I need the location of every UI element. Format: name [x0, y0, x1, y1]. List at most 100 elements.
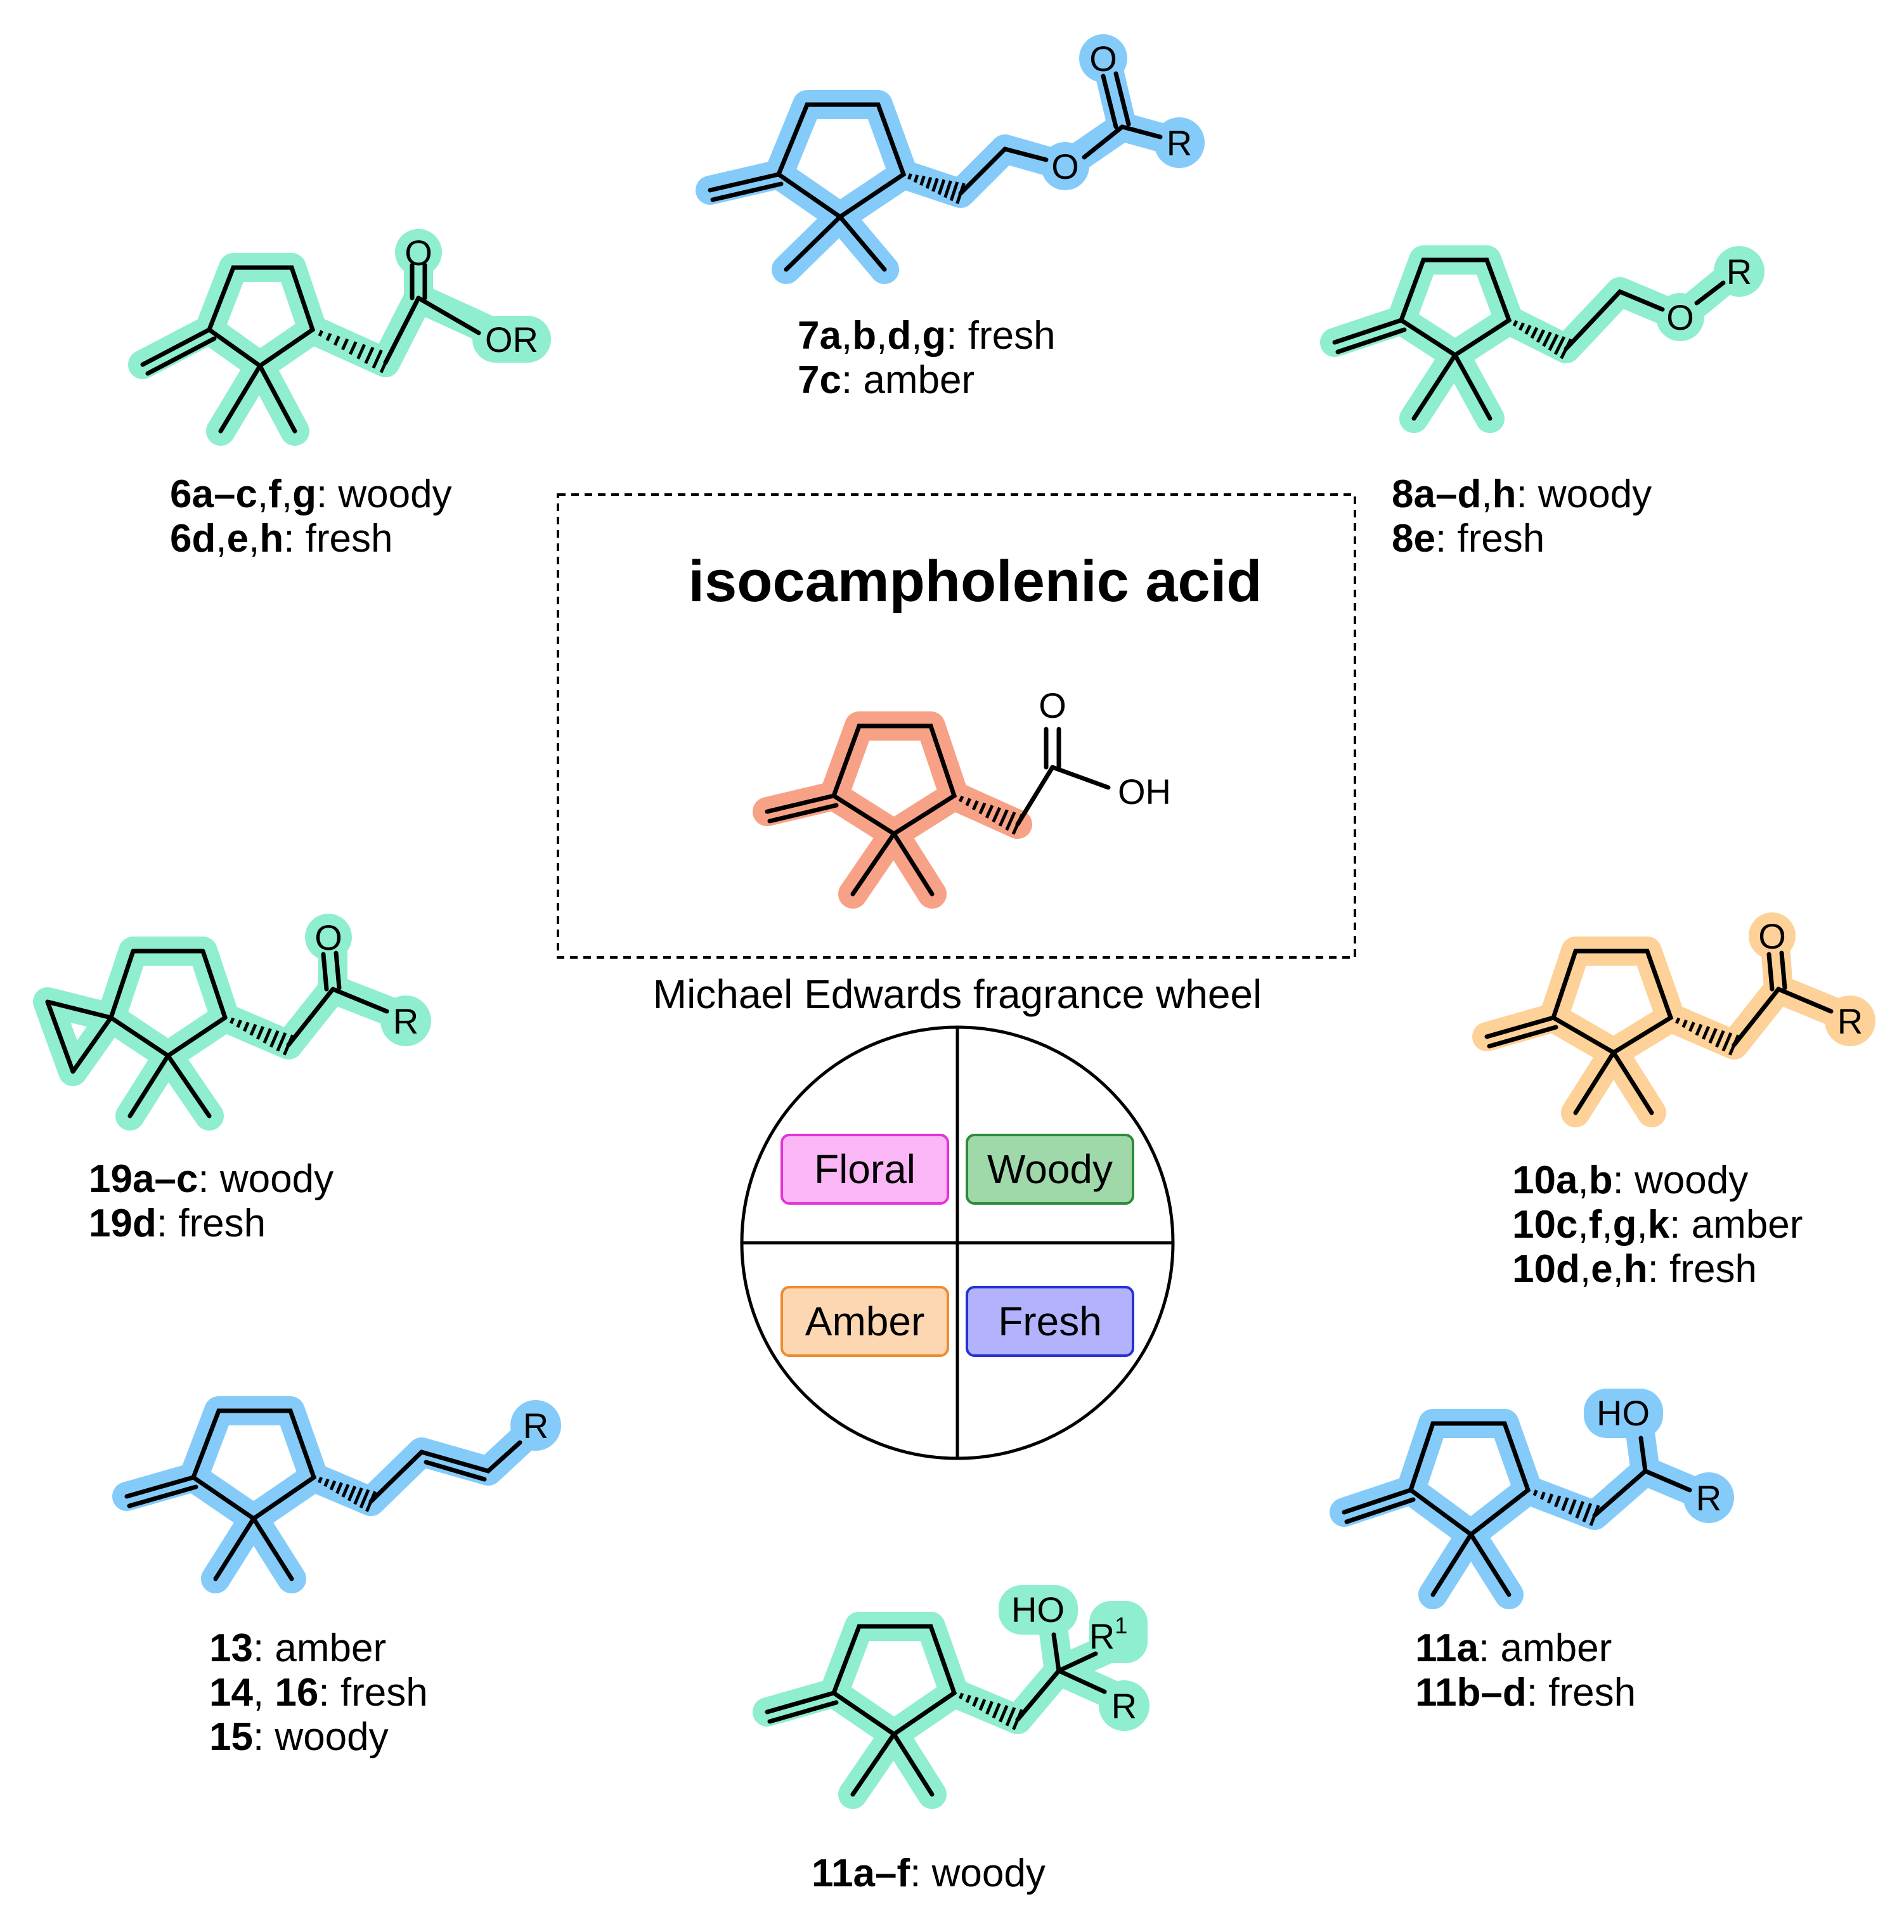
odor-label-run: 15: [209, 1715, 253, 1759]
compound-11t-hash-bond: [952, 1690, 1023, 1730]
compound-11t-highlight-r1: [1089, 1601, 1148, 1663]
odor-label-run: ,: [249, 517, 259, 561]
odor-label-run: h: [259, 517, 283, 561]
odor-label-run: 6d: [170, 517, 216, 561]
isocampholenic-acid-hash-bond: [952, 793, 1024, 835]
odor-label-run: ,: [1577, 1158, 1588, 1202]
compound-11t-r1-group: R1: [1089, 1612, 1127, 1656]
compound-13-highlight: [112, 1396, 547, 1593]
odor-label-run: b: [1589, 1158, 1613, 1202]
compound-8-bonds: [1332, 257, 1726, 421]
odor-label-run: 19d: [89, 1202, 157, 1245]
compound-10-highlight-r: [1825, 995, 1875, 1046]
odor-label-run: : woody: [1516, 472, 1652, 516]
odor-label-run: : fresh: [1648, 1247, 1757, 1291]
odor-label-run: ,: [1577, 1203, 1588, 1247]
compound-10-highlight-oxygen: [1749, 912, 1796, 959]
isocampholenic-acid-panel: isocampholenic acid O OH: [557, 493, 1356, 959]
odor-label-run: 7c: [798, 358, 841, 402]
compound-10-hash-bond: [1668, 1015, 1740, 1056]
odor-label-run: : fresh: [283, 517, 392, 561]
compound-7-highlight-o2: [1041, 142, 1089, 190]
odor-label-run: ,: [841, 314, 852, 358]
compound-6-highlight-oxygen: [395, 229, 442, 276]
compound-7-highlight-r: [1154, 117, 1205, 168]
wheel-amber-label: Amber: [805, 1299, 925, 1344]
odor-label-run: : amber: [841, 358, 975, 402]
isocampholenic-acid-bonds: [765, 723, 1111, 897]
odor-label-run: : fresh: [318, 1671, 427, 1715]
compound-19-bonds: [45, 949, 389, 1118]
odor-label-run: ,: [1481, 472, 1492, 516]
odor-label-run: 14: [209, 1671, 253, 1715]
odor-label-run: 8a–d: [1392, 472, 1481, 516]
compound-11-tertiary-alcohol: HO R1 R 11a–f: woody: [753, 1585, 1150, 1895]
compound-13-hash-bond: [311, 1475, 377, 1512]
odor-label-run: 16: [275, 1671, 318, 1715]
compound-10-carbonyl-oxygen: O: [1758, 916, 1786, 956]
compound-7-ester-oxygen: O: [1051, 146, 1079, 186]
compound-6-or-group: OR: [485, 320, 538, 360]
compound-11s-highlight-r: [1683, 1472, 1734, 1523]
odor-label-run: : fresh: [1527, 1671, 1636, 1715]
compound-11s-highlight: [1330, 1409, 1720, 1609]
odor-label-run: : woody: [316, 472, 452, 516]
acid-hydroxyl: OH: [1118, 772, 1171, 812]
odor-label-run: ,: [876, 314, 887, 358]
wheel-fresh-box: [966, 1286, 1134, 1357]
odor-label-run: : woody: [253, 1715, 389, 1759]
odor-label-run: g: [1613, 1203, 1637, 1247]
odor-label-run: 11a: [1415, 1626, 1479, 1670]
odor-label-run: g: [292, 472, 316, 516]
odor-label-run: : woody: [1613, 1158, 1749, 1202]
compound-13-bonds: [124, 1408, 522, 1581]
odor-label-run: k: [1648, 1203, 1670, 1247]
odor-label-run: ,: [282, 472, 292, 516]
odor-label-run: 10c: [1512, 1203, 1577, 1247]
compound-8-highlight-oxygen: [1656, 293, 1704, 341]
compound-8-r-group: R: [1726, 252, 1752, 292]
compound-10-bonds: [1484, 949, 1834, 1115]
compound-8-ether-oxygen: O: [1666, 297, 1694, 337]
compound-6-carbonyl-oxygen: O: [405, 233, 432, 273]
odor-label-run: h: [1624, 1247, 1648, 1291]
compound-10-r-group: R: [1837, 1001, 1863, 1041]
odor-label-run: : amber: [1669, 1203, 1803, 1247]
odor-label-run: ,: [911, 314, 922, 358]
compound-11t-r-group: R: [1111, 1686, 1137, 1726]
compound-11t-r1-letter: R: [1089, 1616, 1115, 1656]
compound-11t-r1-superscript: 1: [1115, 1612, 1127, 1638]
odor-label-run: f: [1589, 1203, 1602, 1247]
acid-carbonyl-oxygen: O: [1039, 685, 1066, 725]
odor-label-run: ,: [1613, 1247, 1624, 1291]
odor-label-run: e: [227, 517, 249, 561]
odor-label-run: ,: [1580, 1247, 1591, 1291]
odor-label-run: 10d: [1512, 1247, 1580, 1291]
compound-6-highlight-or: [472, 316, 551, 363]
odor-label-run: : woody: [198, 1157, 334, 1201]
compound-7-hash-bond: [901, 172, 966, 204]
odor-label-run: : fresh: [157, 1202, 266, 1245]
compound-7-carbonyl-oxygen: O: [1089, 39, 1117, 79]
center-title: isocampholenic acid: [689, 549, 1262, 614]
compound-6-highlight: [128, 244, 522, 446]
compound-13-r-group: R: [523, 1406, 548, 1446]
compound-19-r-group: R: [393, 1001, 418, 1041]
compound-11s-r-group: R: [1696, 1478, 1721, 1518]
odor-label-run: e: [1591, 1247, 1612, 1291]
compound-8-hash-bond: [1506, 318, 1572, 360]
compound-11t-bonds: [765, 1624, 1107, 1797]
wheel-floral-box: [780, 1134, 949, 1205]
